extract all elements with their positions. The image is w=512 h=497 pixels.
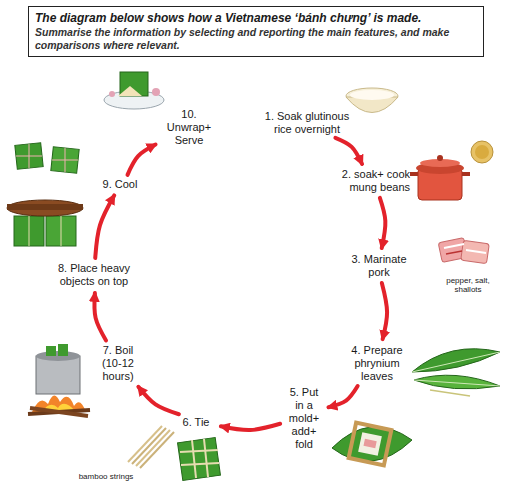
- pork-slices: [438, 238, 489, 264]
- bamboo-strings: [128, 426, 174, 468]
- phrynium-leaves: [412, 349, 500, 396]
- step-label: 7. Boil (10-12 hours): [96, 344, 140, 383]
- step-text: 4. Prepare phrynium leaves: [344, 344, 410, 383]
- instruction-text: Summarise the information by selecting a…: [35, 26, 477, 52]
- step-text: 7. Boil (10-12 hours): [96, 344, 140, 383]
- cycle-arrow: [335, 138, 362, 164]
- cycle-arrow: [95, 195, 114, 258]
- mold: [332, 423, 412, 466]
- cycle-arrow: [95, 293, 106, 340]
- tied-cake: [178, 438, 221, 481]
- cooled-cakes: [15, 143, 79, 174]
- rice-bowl: [346, 88, 398, 113]
- step-label: 10. Unwrap+ Serve: [160, 108, 218, 147]
- title-text: The diagram below shows how a Vietnamese…: [35, 11, 477, 26]
- step-label: 8. Place heavy objects on top: [54, 262, 134, 288]
- step-text: 10. Unwrap+ Serve: [160, 108, 218, 147]
- boiling-pot: [28, 344, 90, 416]
- step-label: 2. soak+ cook mung beans: [340, 168, 410, 194]
- step-text: 6. Tie: [176, 416, 216, 429]
- step-label: 5. Put in a mold+ add+ fold: [284, 386, 324, 451]
- step-label: 4. Prepare phrynium leaves: [344, 344, 410, 383]
- cycle-arrow: [138, 387, 179, 415]
- step-label: 1. Soak glutinous rice overnight: [262, 110, 352, 136]
- step-label: 6. Tie: [176, 416, 216, 429]
- part-label: bamboo strings: [66, 472, 146, 481]
- step-text: 2. soak+ cook mung beans: [340, 168, 410, 194]
- cycle-arrow: [380, 198, 386, 248]
- step-label: 9. Cool: [98, 178, 142, 191]
- cycle-arrow: [329, 386, 358, 407]
- step-text: 1. Soak glutinous rice overnight: [262, 110, 352, 136]
- step-text: 5. Put in a mold+ add+ fold: [284, 386, 324, 451]
- step-text: 8. Place heavy objects on top: [54, 262, 134, 288]
- title-box: The diagram below shows how a Vietnamese…: [28, 6, 484, 57]
- pressed-cakes: [7, 200, 83, 246]
- step-text: 3. Marinate pork: [346, 253, 412, 279]
- step-label: 3. Marinate pork: [346, 253, 412, 279]
- cycle-arrow: [382, 283, 387, 339]
- served-plate: [104, 72, 164, 109]
- cycle-arrow: [221, 424, 280, 430]
- cooking-pot: [410, 141, 493, 200]
- ingredient-note: pepper, salt, shallots: [440, 276, 496, 294]
- cycle-arrow: [128, 145, 156, 175]
- step-text: 9. Cool: [98, 178, 142, 191]
